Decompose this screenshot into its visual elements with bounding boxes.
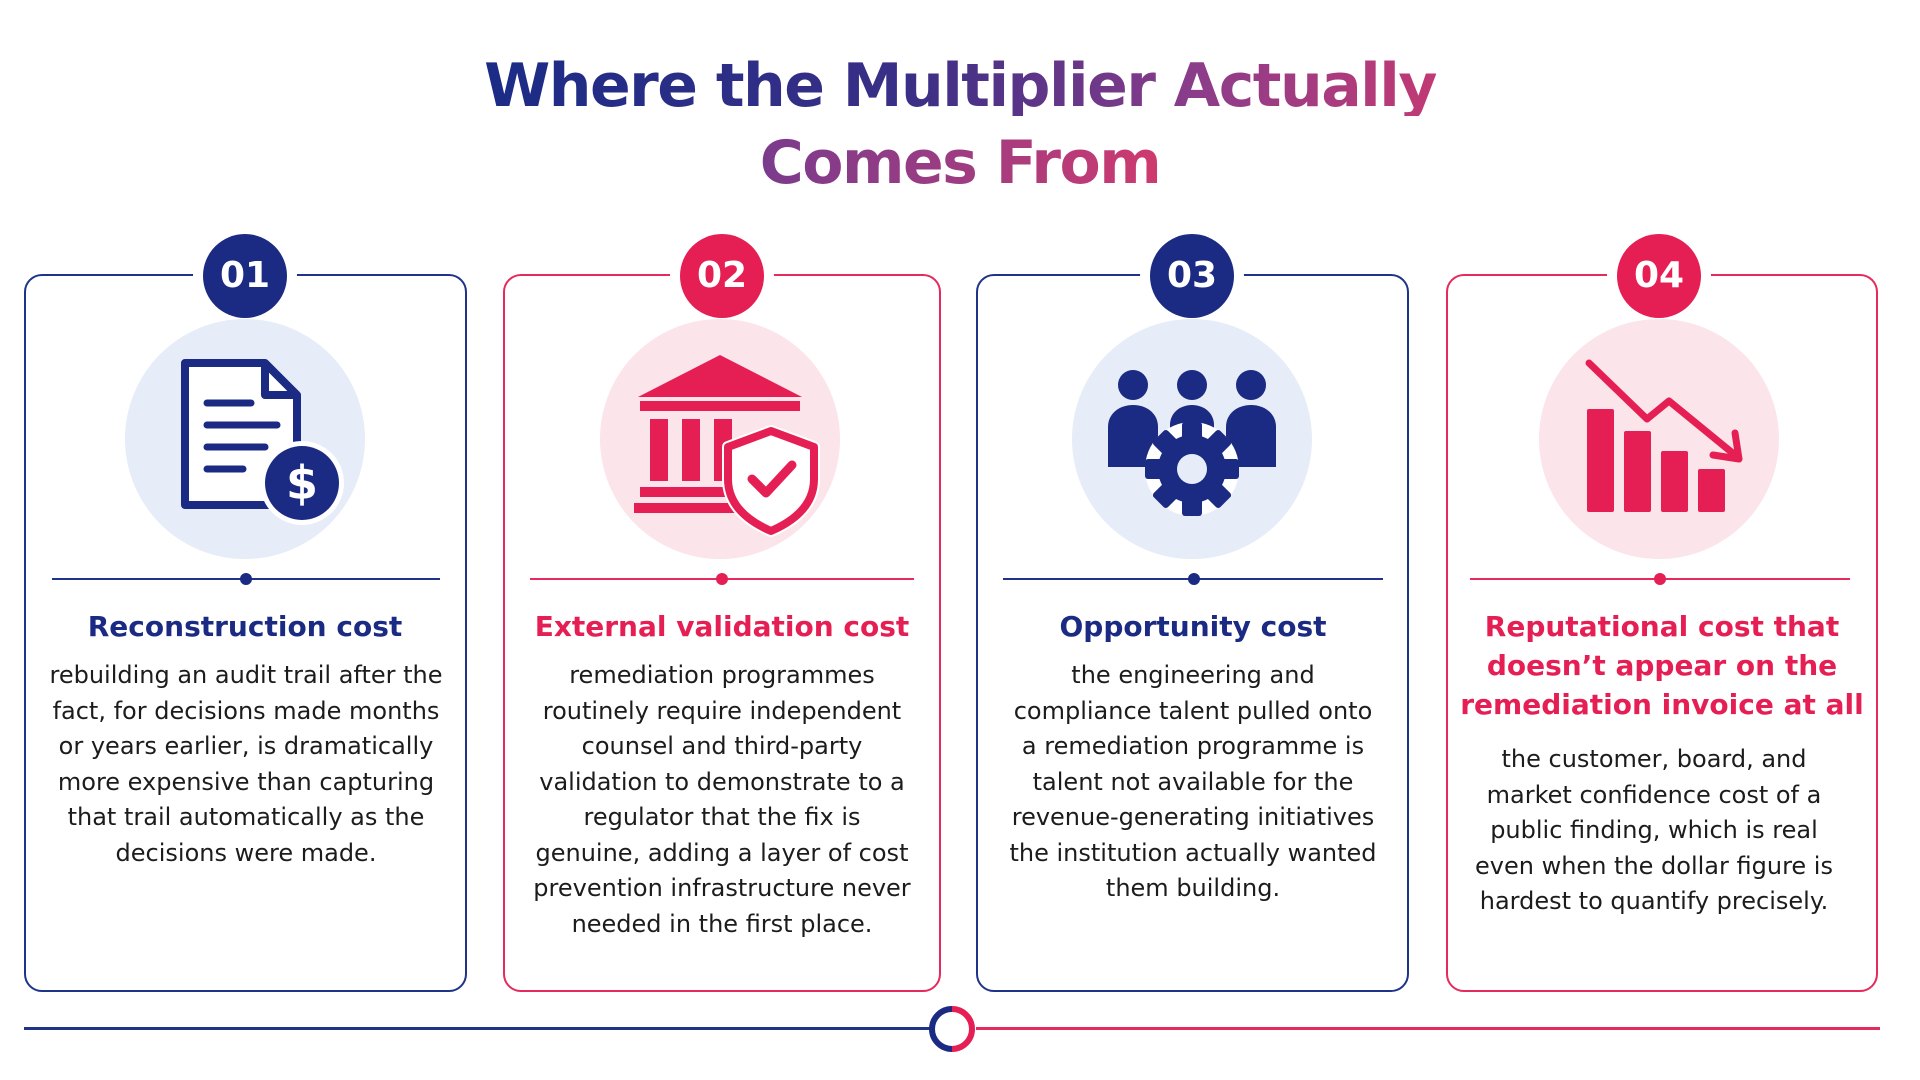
separator-dot [1188,573,1200,585]
icon-circle [1072,319,1312,559]
invoice-dollar-icon: $ [181,359,344,525]
card-heading: Reconstruction cost [87,610,403,643]
team-gear-icon [1108,370,1276,516]
icon-circle: $ [125,319,365,559]
card-number-badge: 02 [680,234,764,318]
separator-dot [716,573,728,585]
timeline-ring-icon [929,1006,975,1052]
bank-shield-icon [634,355,820,537]
page-title-line-2: Comes From [759,128,1162,198]
card-body: the customer, board, and market confiden… [1475,745,1833,915]
bottom-timeline-left [24,1027,954,1030]
card-body: the engineering and compliance talent pu… [1009,661,1377,902]
card-body: rebuilding an audit trail after the fact… [49,661,443,867]
card-heading: Opportunity cost [1059,610,1327,643]
bottom-timeline-right [976,1027,1880,1030]
card-heading: Reputational cost that doesn’t appear on… [1460,610,1864,721]
declining-chart-icon [1585,359,1743,512]
card-heading: External validation cost [534,610,910,643]
card-body: remediation programmes routinely require… [533,661,911,938]
svg-text:$: $ [286,456,318,510]
card-number-badge: 03 [1150,234,1234,318]
card-number-badge: 04 [1617,234,1701,318]
separator-dot [1654,573,1666,585]
icon-circle [600,319,840,559]
icon-circle [1539,319,1779,559]
page-title-line-1: Where the Multiplier Actually [484,51,1437,121]
card-number-badge: 01 [203,234,287,318]
separator-dot [240,573,252,585]
